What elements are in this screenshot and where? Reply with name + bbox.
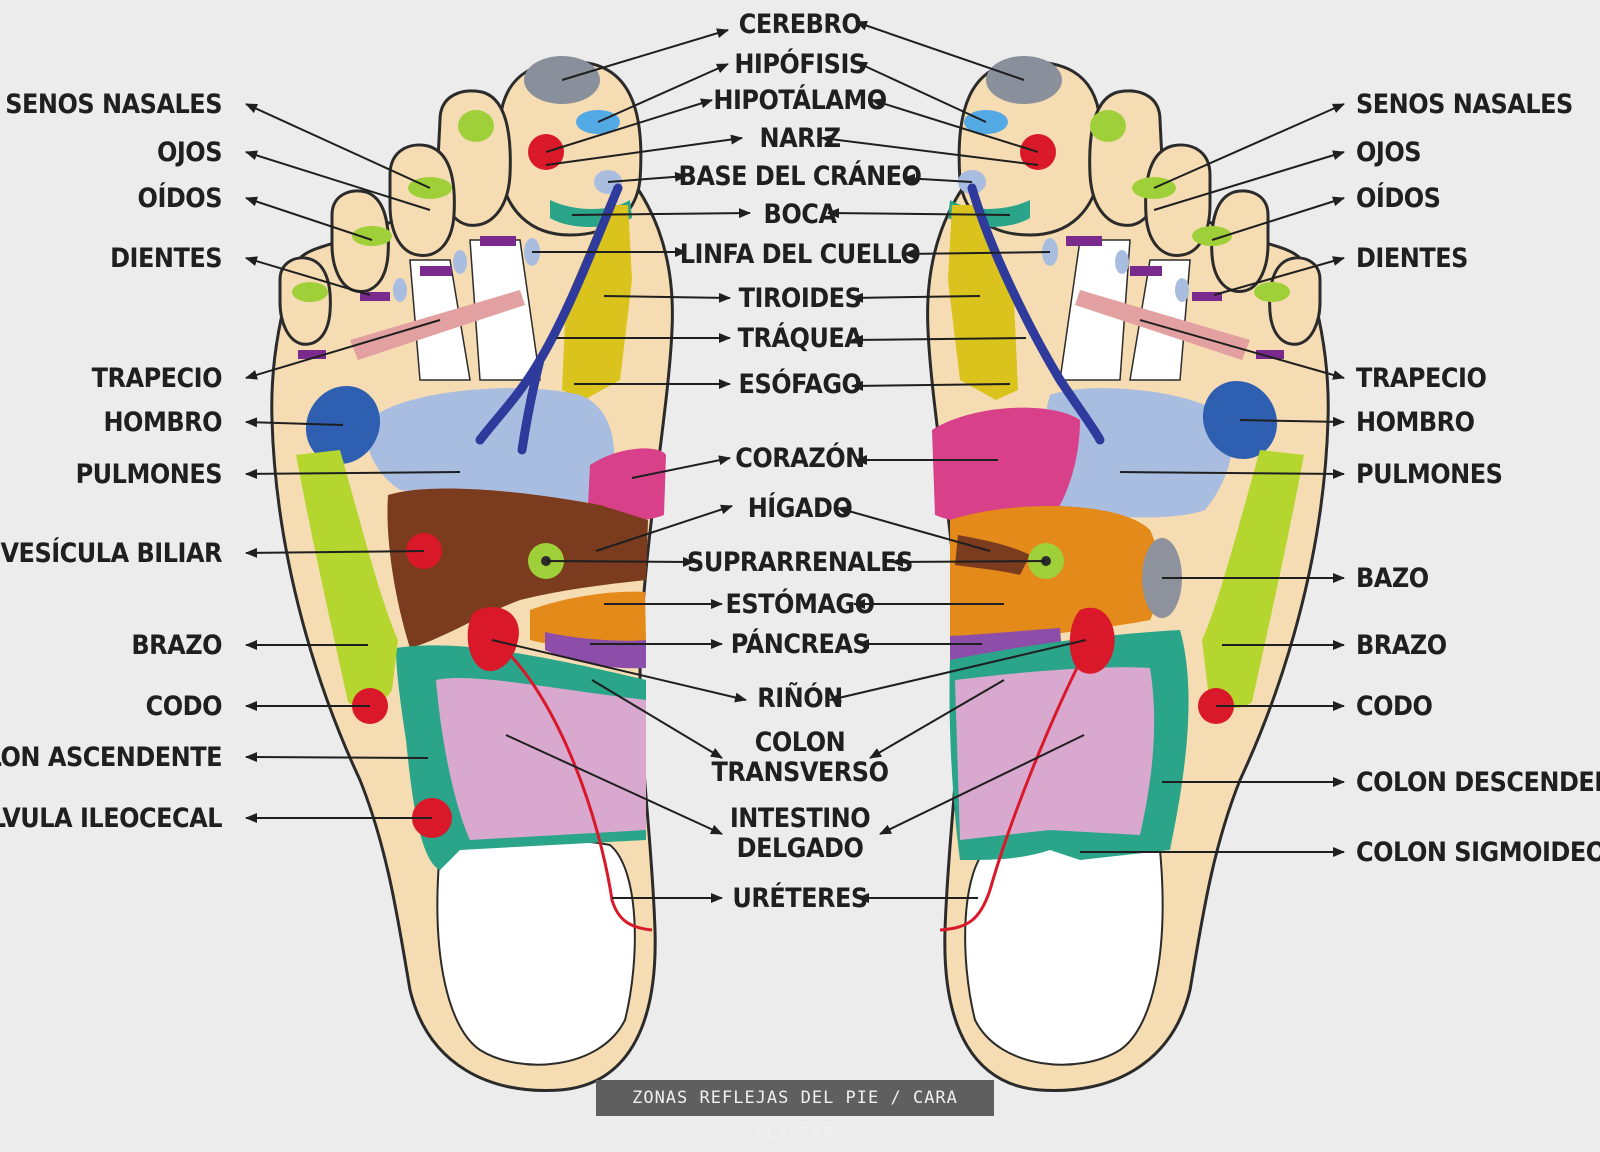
right-toe-5	[1268, 256, 1322, 346]
left-corazon-zone	[588, 448, 666, 521]
label-intestino-delgado-line2: DELGADO	[736, 832, 864, 864]
left-rinon-zone	[467, 606, 519, 672]
left-trapecio-zone	[350, 290, 525, 360]
label-right-trapecio: TRAPECIO	[1356, 362, 1487, 394]
label-nariz: NARIZ	[759, 122, 841, 154]
left-heel	[436, 838, 636, 1066]
left-dientes-band-2	[420, 266, 452, 276]
left-senos-zone-3	[352, 226, 392, 246]
left-traquea-line	[475, 183, 623, 455]
label-colon-transverso-line2: TRANSVERSO	[711, 756, 889, 788]
left-ureter-line	[498, 643, 653, 932]
left-brazo-zone	[296, 450, 398, 708]
label-ureteres: URÉTERES	[732, 882, 868, 914]
label-right-codo: CODO	[1356, 690, 1433, 722]
right-dientes-band	[1066, 236, 1102, 246]
label-colon-transverso-line1: COLON	[754, 726, 846, 758]
label-left-trapecio: TRAPECIO	[91, 362, 223, 394]
label-left-oidos: OÍDOS	[137, 182, 223, 214]
leader-lines	[245, 20, 1345, 903]
label-base-del-craneo: BASE DEL CRÁNEO	[678, 160, 922, 192]
right-linfa-zone-2	[1115, 250, 1129, 274]
label-right-colon-descendente: COLON DESCENDENTE	[1356, 766, 1600, 798]
label-rinon: RIÑÓN	[757, 682, 843, 714]
label-left-codo: CODO	[145, 690, 223, 722]
left-senos-zone	[458, 110, 494, 142]
label-left-ojos: OJOS	[156, 136, 223, 168]
left-estomago-zone	[530, 591, 646, 647]
label-left-hombro: HOMBRO	[103, 406, 222, 438]
right-senos-zone-3	[1192, 226, 1232, 246]
right-dientes-band-4	[1256, 350, 1284, 359]
left-intestino-zone	[436, 678, 646, 840]
label-right-colon-sigmoideo: COLON SIGMOIDEO	[1356, 836, 1600, 868]
right-senos-zone-4	[1254, 282, 1290, 302]
label-right-oidos: OÍDOS	[1356, 182, 1441, 214]
label-hipotalamo: HIPOTÁLAMO	[713, 84, 887, 116]
label-right-senos-nasales: SENOS NASALES	[1356, 88, 1573, 120]
label-left-vesicula-biliar: VESÍCULA BILIAR	[0, 537, 222, 569]
label-left-pulmones: PULMONES	[75, 458, 223, 490]
right-toe-3	[1144, 143, 1212, 257]
right-toe-4	[1210, 189, 1270, 293]
caption-bar: ZONAS REFLEJAS DEL PIE / CARA PLANTAR	[596, 1080, 994, 1144]
right-trapecio-zone	[1075, 290, 1250, 360]
right-senos-zone	[1090, 110, 1126, 142]
label-left-senos-nasales: SENOS NASALES	[5, 88, 222, 120]
left-dientes-band-4	[298, 350, 326, 359]
right-dientes-band-3	[1192, 292, 1222, 301]
label-left-dientes: DIENTES	[110, 242, 222, 274]
label-pancreas: PÁNCREAS	[730, 628, 870, 660]
left-higado-zone	[387, 488, 648, 648]
label-left-valvula-ileocecal: VÁLVULA ILEOCECAL	[0, 802, 222, 834]
right-ureter-line	[939, 649, 1088, 932]
label-linfa-del-cuello: LINFA DEL CUELLO	[679, 238, 921, 270]
left-tiroides-zone	[562, 205, 632, 400]
label-left-brazo: BRAZO	[131, 629, 222, 661]
left-linfa-zone-3	[393, 278, 407, 302]
label-hipofisis: HIPÓFISIS	[734, 48, 866, 80]
left-dientes-band	[480, 236, 516, 246]
label-right-hombro: HOMBRO	[1356, 406, 1475, 438]
label-right-dientes: DIENTES	[1356, 242, 1468, 274]
left-toe-3	[388, 143, 456, 257]
label-tiroides: TIROIDES	[738, 282, 862, 314]
label-boca: BOCA	[763, 198, 837, 230]
label-cerebro: CEREBRO	[738, 8, 862, 40]
label-right-bazo: BAZO	[1356, 562, 1429, 594]
left-pulmones-zone	[367, 388, 614, 505]
left-senos-zone-4	[292, 282, 328, 302]
right-intestino-zone	[955, 667, 1155, 840]
label-right-ojos: OJOS	[1356, 136, 1422, 168]
label-traquea: TRÁQUEA	[737, 322, 863, 354]
label-suprarrenales: SUPRARRENALES	[687, 546, 913, 578]
label-esofago: ESÓFAGO	[738, 368, 862, 400]
left-foot	[270, 56, 674, 1093]
right-cerebro-zone	[986, 56, 1062, 104]
right-linfa-zone-3	[1175, 278, 1189, 302]
left-dientes-band-3	[360, 292, 390, 301]
left-linfa-zone-2	[453, 250, 467, 274]
right-higado-tip	[955, 535, 1030, 575]
label-corazon: CORAZÓN	[735, 442, 865, 474]
label-intestino-delgado-line1: INTESTINO	[729, 802, 871, 834]
label-right-brazo: BRAZO	[1356, 629, 1447, 661]
label-estomago: ESTÓMAGO	[725, 588, 875, 620]
right-dientes-band-2	[1130, 266, 1162, 276]
label-left-colon-ascendente: COLON ASCENDENTE	[0, 741, 223, 773]
label-higado: HÍGADO	[747, 492, 853, 524]
right-traquea-line	[967, 183, 1105, 445]
right-corazon-zone	[932, 407, 1080, 526]
label-right-pulmones: PULMONES	[1356, 458, 1503, 490]
